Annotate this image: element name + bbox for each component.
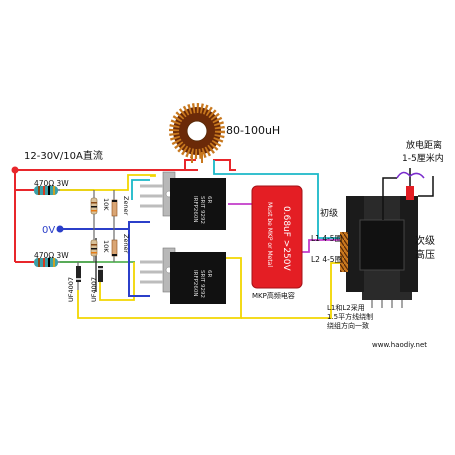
capacitor-caption: MKP高频电容 bbox=[252, 291, 295, 300]
arc-distance-label: 放电距离 bbox=[406, 139, 442, 151]
mosfet-top bbox=[140, 171, 226, 230]
diode-right-label: UF4007 bbox=[90, 277, 98, 302]
secondary-label: 次级 bbox=[415, 234, 435, 247]
resistor-bottom bbox=[34, 258, 58, 267]
hv-label: 高压 bbox=[415, 248, 435, 261]
note-line3: 绕组方向一致 bbox=[327, 321, 369, 330]
toroid-inductor bbox=[169, 103, 225, 163]
arc-discharge bbox=[396, 171, 425, 179]
mosfet-top-label: IRFP260N bbox=[192, 196, 198, 223]
mosfet-top-sub2: 6R bbox=[206, 196, 212, 203]
ground-terminal bbox=[56, 225, 64, 233]
arc-distance-value: 1-5厘米内 bbox=[402, 152, 444, 164]
diode-left-label: UF4007 bbox=[67, 277, 75, 302]
note-line1: L1和L2采用 bbox=[327, 303, 365, 312]
l2-label: L2 4-5圈 bbox=[311, 255, 342, 264]
mosfet-bottom bbox=[140, 247, 226, 304]
inductor-label: 80-100uH bbox=[226, 124, 280, 137]
mosfet-bottom-sub2: 6R bbox=[206, 270, 212, 277]
capacitor-value: 0.68uF >250V bbox=[281, 206, 291, 272]
supply-wire bbox=[14, 159, 236, 263]
diode-right bbox=[98, 266, 103, 282]
zener-bottom bbox=[111, 239, 118, 257]
resistor-10k-bottom bbox=[90, 239, 98, 257]
zener-top-label: Zener bbox=[122, 196, 130, 216]
drain-wire-cyan bbox=[131, 160, 346, 239]
res-10k-bottom-label: 10K bbox=[102, 240, 110, 253]
note-line2: 1.5平方线绕制 bbox=[327, 312, 373, 321]
res-10k-top-label: 10K bbox=[102, 198, 110, 211]
zener-bottom-label: Zener bbox=[122, 234, 130, 254]
supply-terminal bbox=[11, 166, 19, 174]
flyback-transformer bbox=[340, 196, 418, 308]
hv-output bbox=[382, 168, 434, 220]
zero-volt-label: 0V bbox=[42, 225, 55, 236]
website-label: www.haodiy.net bbox=[372, 341, 427, 349]
supply-label: 12-30V/10A直流 bbox=[24, 149, 103, 162]
primary-label: 初级 bbox=[320, 207, 338, 219]
l1-label: L1 4-5圈 bbox=[311, 234, 342, 243]
mosfet-bottom-sub1: SRIT 9292 bbox=[199, 270, 205, 298]
zener-top bbox=[111, 199, 118, 217]
signal-wire-yellow bbox=[60, 174, 346, 319]
mosfet-top-sub1: SRIT 9292 bbox=[199, 196, 205, 224]
resistor-top bbox=[34, 186, 58, 195]
resistor-bottom-label: 470Ω 3W bbox=[34, 251, 69, 260]
mosfet-bottom-label: IRFP260N bbox=[192, 270, 198, 297]
mkp-capacitor bbox=[251, 185, 303, 289]
resistor-top-label: 470Ω 3W bbox=[34, 179, 69, 188]
capacitor-note: Must be MKP or Metal bbox=[266, 202, 273, 267]
resistor-10k-top bbox=[90, 197, 98, 215]
diode-left bbox=[76, 266, 81, 282]
